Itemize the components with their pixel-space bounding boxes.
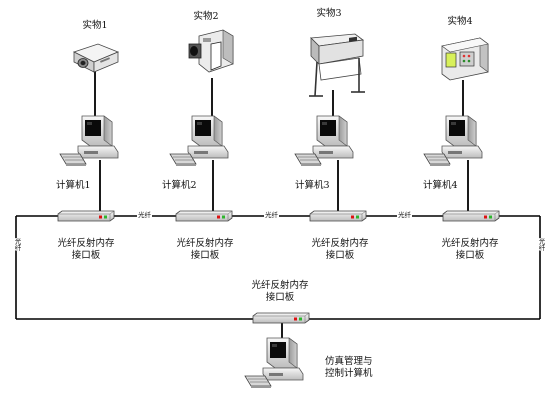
- computer-label-2: 计算机2: [162, 180, 197, 191]
- fiber-tag-3: 光纤: [397, 211, 412, 219]
- board-label-center-line1: 光纤反射内存: [251, 280, 309, 291]
- board-label-2-line2: 接口板: [190, 250, 220, 261]
- host-label: 仿真管理与控制计算机: [325, 356, 373, 380]
- fiber-tag-left: 光纤: [12, 238, 21, 251]
- device-links: [94, 70, 464, 118]
- host-computer: [244, 337, 304, 389]
- computer-board-links: [99, 160, 469, 212]
- host-label-line1: 仿真管理与: [325, 356, 373, 367]
- board-label-2-line1: 光纤反射内存: [176, 238, 234, 249]
- board-center: [252, 312, 310, 324]
- board-label-3: 光纤反射内存接口板: [311, 238, 368, 262]
- host-label-line2: 控制计算机: [325, 368, 373, 379]
- board-label-1-line1: 光纤反射内存: [57, 238, 115, 249]
- board-label-1-line2: 接口板: [71, 250, 101, 261]
- computer-4: [423, 115, 483, 167]
- computer-label-1: 计算机1: [56, 180, 91, 191]
- projector-icon: [72, 43, 120, 73]
- control-box-icon: [441, 37, 489, 81]
- board-label-4-line1: 光纤反射内存: [441, 238, 499, 249]
- board-label-4: 光纤反射内存接口板: [441, 238, 498, 262]
- board-label-3-line1: 光纤反射内存: [311, 238, 369, 249]
- fiber-tag-2: 光纤: [264, 211, 279, 219]
- plotter-icon: [309, 33, 365, 97]
- board-4: [442, 210, 500, 222]
- computer-2: [169, 115, 229, 167]
- device-label-2: 实物2: [193, 11, 219, 22]
- board-label-1: 光纤反射内存接口板: [57, 238, 114, 262]
- computer-3: [294, 115, 354, 167]
- fiber-tag-1: 光纤: [137, 211, 152, 219]
- board-1: [57, 210, 115, 222]
- device-label-4: 实物4: [447, 16, 473, 27]
- computer-1: [59, 115, 119, 167]
- computer-label-3: 计算机3: [295, 180, 330, 191]
- board-label-2: 光纤反射内存接口板: [176, 238, 233, 262]
- fiber-tag-right: 光纤: [536, 238, 545, 251]
- board-3: [309, 210, 367, 222]
- board-label-center-line2: 接口板: [265, 292, 295, 303]
- board-label-center: 光纤反射内存接口板: [251, 280, 308, 304]
- board-label-3-line2: 接口板: [325, 250, 355, 261]
- camcorder-icon: [188, 29, 234, 73]
- board-label-4-line2: 接口板: [455, 250, 485, 261]
- device-label-1: 实物1: [82, 20, 108, 31]
- computer-label-4: 计算机4: [423, 180, 458, 191]
- board-2: [175, 210, 233, 222]
- device-label-3: 实物3: [316, 8, 342, 19]
